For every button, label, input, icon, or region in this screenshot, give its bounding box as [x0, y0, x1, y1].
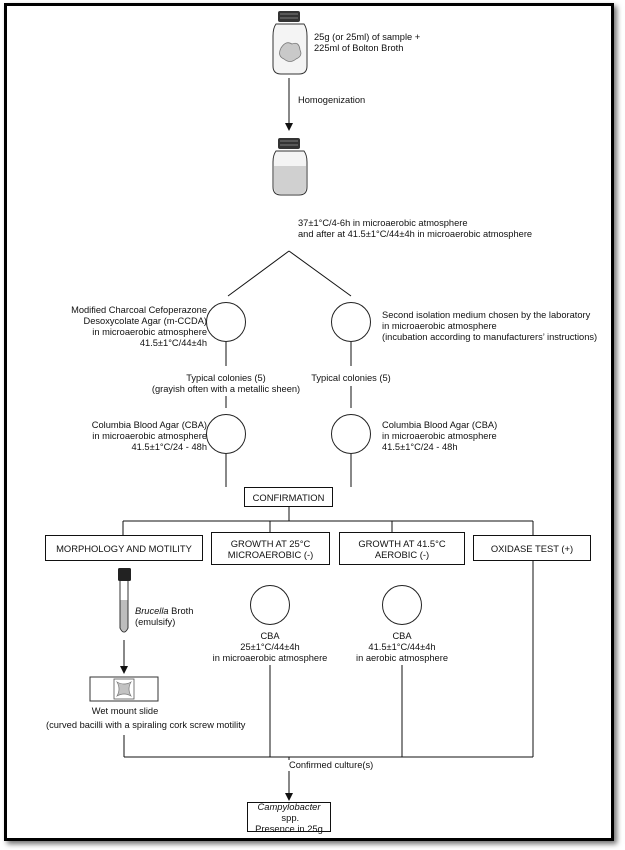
cba-41c-description: CBA 41.5±1°C/44±4h in aerobic atmosphere	[337, 631, 467, 664]
right-medium-line-3: (incubation according to manufacturers’ …	[382, 332, 598, 342]
cba-25c-plate-icon	[250, 585, 290, 625]
right-medium-description: Second isolation medium chosen by the la…	[382, 310, 597, 343]
cba-25c-line-3: in microaerobic atmosphere	[212, 653, 328, 663]
cba-41c-line-1: CBA	[392, 631, 412, 641]
growth-25c-box: GROWTH AT 25°C MICROAEROBIC (-)	[211, 532, 330, 565]
left-cba-line-1: Columbia Blood Agar (CBA)	[91, 420, 207, 430]
right-cba-description: Columbia Blood Agar (CBA) in microaerobi…	[382, 420, 497, 453]
sample-line-2: 225ml of Bolton Broth	[314, 43, 404, 53]
growth-41c-line-1: GROWTH AT 41.5°C	[358, 537, 446, 549]
sample-line-1: 25g (or 25ml) of sample +	[314, 32, 421, 42]
cba-41c-plate-icon	[382, 585, 422, 625]
morphology-motility-box: MORPHOLOGY AND MOTILITY	[45, 535, 203, 561]
homogenized-jar-icon	[272, 138, 308, 196]
result-spp: spp.	[278, 811, 300, 823]
incubation-conditions: 37±1°C/4-6h in microaerobic atmosphere a…	[298, 218, 532, 240]
cba-25c-line-1: CBA	[260, 631, 280, 641]
left-cba-line-2: in microaerobic atmosphere	[92, 431, 207, 441]
confirmed-cultures-label: Confirmed culture(s)	[287, 760, 376, 771]
right-colonies-label: Typical colonies (5)	[296, 373, 406, 384]
growth-25c-line-2: MICROAEROBIC (-)	[227, 548, 314, 560]
wet-mount-title: Wet mount slide	[91, 706, 159, 716]
left-medium-description: Modified Charcoal Cefoperazone Desoxycol…	[71, 305, 207, 349]
wet-mount-description: (curved bacilli with a spiraling cork sc…	[46, 720, 246, 730]
oxidase-test-box: OXIDASE TEST (+)	[473, 535, 591, 561]
left-medium-line-2: Desoxycolate Agar (m-CCDA)	[83, 316, 207, 326]
cba-41c-line-2: 41.5±1°C/44±4h	[368, 642, 436, 652]
incubation-line-2: and after at 41.5±1°C/44±4h in microaero…	[298, 229, 533, 239]
left-colonies-line-1: Typical colonies (5)	[186, 373, 266, 383]
split-right	[288, 250, 352, 297]
cba-41c-line-3: in aerobic atmosphere	[356, 653, 448, 663]
left-colonies-label: Typical colonies (5) (grayish often with…	[126, 373, 326, 395]
growth-25c-line-1: GROWTH AT 25°C	[230, 537, 311, 549]
test-tube-icon	[118, 568, 131, 633]
sample-description: 25g (or 25ml) of sample + 225ml of Bolto…	[314, 32, 420, 54]
result-genus: Campylobacter	[257, 800, 321, 812]
result-box: Campylobacter spp. Presence in 25g	[247, 800, 331, 834]
growth-41c-line-2: AEROBIC (-)	[374, 548, 430, 560]
growth-41c-box: GROWTH AT 41.5°C AEROBIC (-)	[339, 532, 465, 565]
brucella-emulsify: (emulsify)	[135, 617, 176, 627]
mccda-plate-icon	[206, 302, 246, 342]
brucella-broth-word: Broth	[168, 606, 194, 616]
right-colonies-line-1: Typical colonies (5)	[311, 373, 391, 383]
result-presence: Presence in 25g	[255, 822, 323, 834]
split-left	[227, 250, 290, 297]
left-cba-description: Columbia Blood Agar (CBA) in microaerobi…	[92, 420, 207, 453]
right-cba-line-3: 41.5±1°C/24 - 48h	[382, 442, 458, 452]
homogenization-label: Homogenization	[298, 95, 366, 105]
left-cba-plate-icon	[206, 414, 246, 454]
sample-jar-icon	[272, 11, 308, 75]
confirmation-box: CONFIRMATION	[244, 487, 333, 507]
brucella-broth-label: Brucella Broth (emulsify)	[135, 606, 193, 628]
cba-25c-line-2: 25±1°C/44±4h	[240, 642, 300, 652]
incubation-line-1: 37±1°C/4-6h in microaerobic atmosphere	[298, 218, 468, 228]
second-medium-plate-icon	[331, 302, 371, 342]
left-cba-line-3: 41.5±1°C/24 - 48h	[131, 442, 208, 452]
left-medium-line-1: Modified Charcoal Cefoperazone	[71, 305, 207, 315]
wet-mount-slide-icon	[89, 676, 159, 702]
left-colonies-line-2: (grayish often with a metallic sheen)	[151, 384, 301, 394]
brucella-genus: Brucella	[135, 606, 169, 616]
right-medium-line-1: Second isolation medium chosen by the la…	[382, 310, 591, 320]
left-medium-line-3: in microaerobic atmosphere	[92, 327, 207, 337]
right-medium-line-2: in microaerobic atmosphere	[382, 321, 497, 331]
right-cba-plate-icon	[331, 414, 371, 454]
right-cba-line-2: in microaerobic atmosphere	[382, 431, 497, 441]
left-medium-line-4: 41.5±1°C/44±4h	[139, 338, 207, 348]
cba-25c-description: CBA 25±1°C/44±4h in microaerobic atmosph…	[205, 631, 335, 664]
right-cba-line-1: Columbia Blood Agar (CBA)	[382, 420, 498, 430]
